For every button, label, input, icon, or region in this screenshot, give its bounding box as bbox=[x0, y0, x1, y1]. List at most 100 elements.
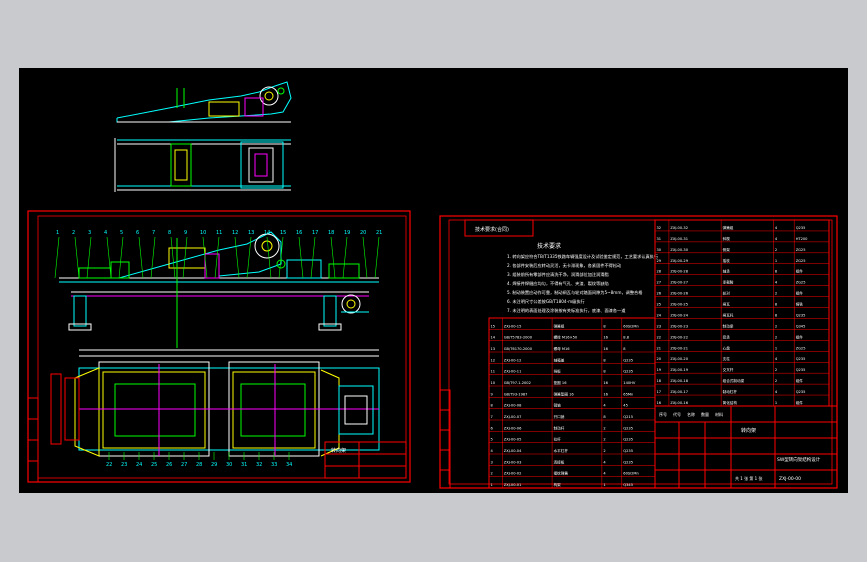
bom-cell: 交叉杆 bbox=[723, 367, 734, 372]
bom-cell: HT200 bbox=[796, 237, 808, 241]
bom-cell: 16 bbox=[603, 347, 608, 351]
bom-cell: 26 bbox=[657, 292, 662, 296]
bom-cell: ZXJ-00-22 bbox=[670, 335, 688, 339]
bom-cell: 心盘 bbox=[723, 345, 731, 350]
bom-cell: 8 bbox=[603, 370, 606, 374]
balloon-number: 25 bbox=[151, 462, 157, 468]
balloon-number: 6 bbox=[136, 230, 139, 236]
balloon-leader bbox=[246, 236, 252, 279]
balloon-number: 28 bbox=[196, 462, 202, 468]
bom-cell: ZXJ-00-28 bbox=[670, 270, 688, 274]
bom-cell: 组件 bbox=[796, 378, 804, 383]
bom-cell: 4 bbox=[603, 404, 606, 408]
bom-cell: ZXJ-00-26 bbox=[670, 292, 688, 296]
balloon-number: 19 bbox=[344, 230, 350, 236]
right-title-block: 转向架 SW型转向架结构设计 ZXJ-00-00 共 1 张 第 1 张 序号代… bbox=[654, 405, 838, 489]
balloon-number: 10 bbox=[200, 230, 206, 236]
bom-cell: 螺母 M16 bbox=[554, 346, 571, 351]
bom-cell: 开口销 bbox=[554, 414, 565, 419]
bom-cell: 8 bbox=[775, 270, 778, 274]
bom-cell: 旁承 bbox=[723, 334, 731, 339]
balloon-number: 14 bbox=[264, 230, 270, 236]
bom-cell: ZXJ-00-02 bbox=[504, 472, 522, 476]
bom-cell: 8 bbox=[491, 404, 494, 408]
balloon-number: 34 bbox=[286, 462, 292, 468]
title-block-header-cell: 名称 bbox=[687, 411, 695, 417]
bom-cell: 轴箱盖 bbox=[554, 357, 565, 362]
bom-cell: 14 bbox=[491, 336, 496, 340]
balloon-number: 8 bbox=[168, 230, 171, 236]
bom-cell: Q235 bbox=[796, 226, 806, 230]
title-block-header-cell: 序号 bbox=[659, 411, 667, 417]
bom-cell: 1 bbox=[775, 259, 777, 263]
bom-cell: Q235 bbox=[796, 368, 806, 372]
balloon-number: 16 bbox=[296, 230, 302, 236]
note-line: 3. 组装前所有零部件应清洗干净，润滑部位加注润滑脂 bbox=[507, 271, 609, 278]
bom-cell: 17 bbox=[657, 390, 662, 394]
bom-cell: 30 bbox=[657, 248, 662, 252]
balloon-number: 4 bbox=[104, 230, 107, 236]
bom-cell: 18 bbox=[657, 379, 662, 383]
bom-cell: 4 bbox=[775, 357, 778, 361]
bom-cell: 拉杆 bbox=[554, 437, 562, 442]
bom-cell: 65Mn bbox=[623, 392, 633, 396]
balloon-number: 11 bbox=[216, 230, 222, 236]
bom-cell: 弹簧组 bbox=[554, 323, 565, 328]
title-block-header-cell: 材料 bbox=[715, 411, 723, 417]
bom-cell: 8 bbox=[603, 358, 606, 362]
bom-cell: 弹簧垫圈 16 bbox=[554, 391, 575, 396]
bom-cell: Q235 bbox=[796, 313, 806, 317]
bom-cell: ZXJ-00-08 bbox=[504, 404, 522, 408]
bom-cell: ZXJ-00-06 bbox=[504, 426, 522, 430]
bom-cell: 组件 bbox=[796, 291, 804, 296]
left-side-label-column bbox=[27, 397, 39, 483]
bom-cell: 制动杆 bbox=[554, 425, 565, 430]
notes-title: 技术要求 bbox=[537, 242, 561, 250]
bom-cell: 9 bbox=[491, 392, 494, 396]
bom-cell: 24 bbox=[657, 313, 662, 317]
header-tab: 技术要求(合同) bbox=[464, 219, 534, 237]
plan-view bbox=[50, 349, 380, 457]
bom-cell: 13 bbox=[491, 347, 496, 351]
balloon-leader bbox=[330, 236, 336, 279]
bom-cell: 构架 bbox=[554, 482, 562, 487]
balloon-number: 27 bbox=[181, 462, 187, 468]
bom-cell: ZXJ-00-27 bbox=[670, 281, 688, 285]
left-title-label: 转向架 bbox=[331, 447, 346, 454]
balloon-number: 31 bbox=[241, 462, 247, 468]
bom-cell: 支柱 bbox=[723, 356, 731, 361]
right-side-label-column bbox=[439, 389, 451, 489]
bom-cell: 60Si2Mn bbox=[623, 324, 639, 328]
balloon-leader bbox=[278, 236, 284, 279]
bom-cell: ZXJ-00-11 bbox=[504, 370, 522, 374]
bom-cell: 6 bbox=[491, 426, 494, 430]
balloon-number: 20 bbox=[360, 230, 366, 236]
bom-cell: 4 bbox=[491, 449, 494, 453]
bom-cell: 承载鞍 bbox=[723, 280, 734, 285]
bom-cell: 垫圈 16 bbox=[554, 380, 568, 385]
bom-cell: ZXJ-00-12 bbox=[504, 358, 522, 362]
balloon-number: 5 bbox=[120, 230, 123, 236]
bom-cell: 组件 bbox=[796, 400, 804, 405]
bom-cell: 1 bbox=[775, 401, 777, 405]
balloon-number: 2 bbox=[72, 230, 75, 236]
balloon-leader bbox=[374, 236, 380, 279]
bom-cell: ZXJ-00-05 bbox=[504, 438, 522, 442]
note-line: 7. 未注明的表面处理及涂装按有关标准执行，底漆、面漆各一道 bbox=[507, 307, 626, 314]
bom-cell: 组合式制动梁 bbox=[723, 378, 745, 383]
bom-cell: 140HV bbox=[623, 381, 636, 385]
bom-cell: 15 bbox=[491, 324, 496, 328]
bom-cell: 8 bbox=[775, 313, 778, 317]
bom-cell: 4 bbox=[603, 472, 606, 476]
title-block-header-cell: 数量 bbox=[701, 411, 709, 417]
elevation-view bbox=[59, 231, 379, 348]
bom-cell: 27 bbox=[657, 281, 662, 285]
bom-cell: 1 bbox=[491, 483, 493, 487]
bom-cell: ZXJ-00-32 bbox=[670, 226, 688, 230]
balloon-number: 23 bbox=[121, 462, 127, 468]
bom-cell: Q345 bbox=[796, 324, 806, 328]
